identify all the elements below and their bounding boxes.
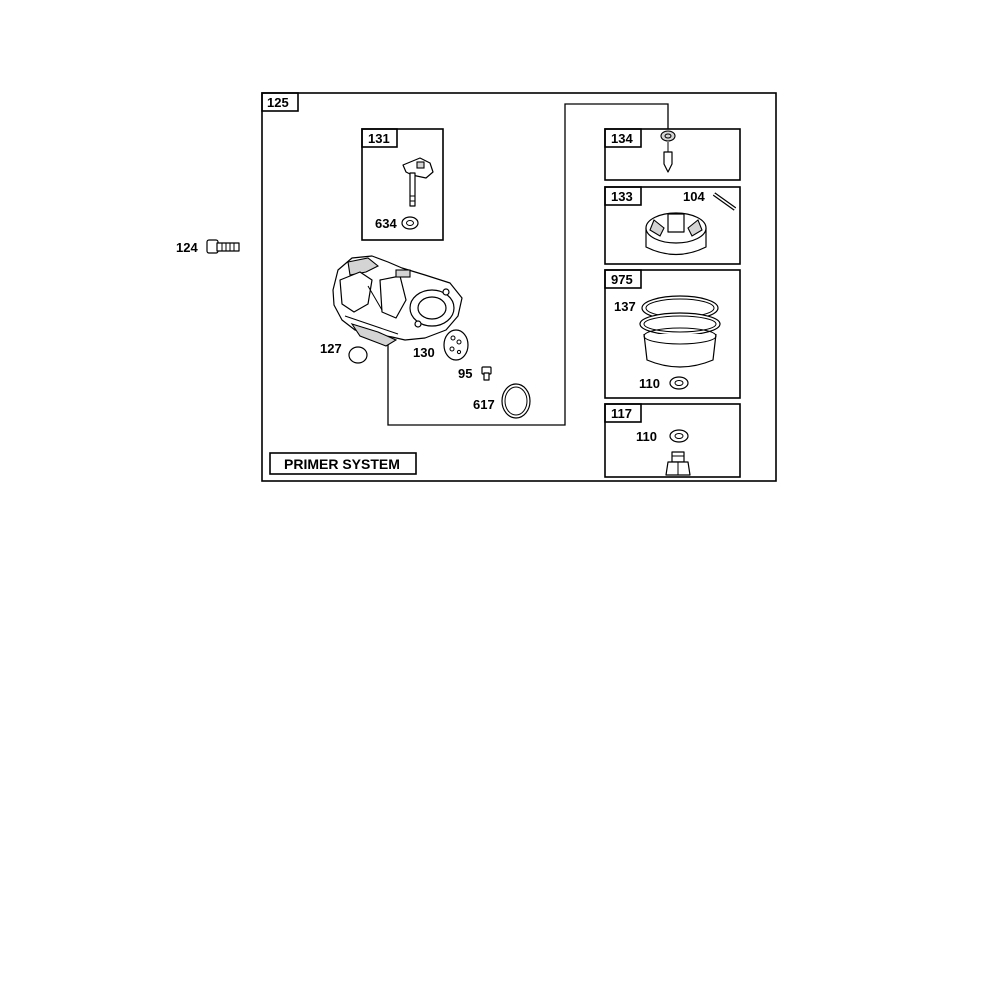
assembly-leader-line xyxy=(387,103,669,426)
box-975-label-box xyxy=(604,269,642,289)
callout-110-nut[interactable]: 110 xyxy=(636,429,657,444)
main-frame-label-box xyxy=(261,92,299,112)
box-117 xyxy=(604,403,741,478)
box-975 xyxy=(604,269,741,399)
box-133-label-box xyxy=(604,186,642,206)
part-617-o-ring-icon[interactable] xyxy=(501,383,531,419)
callout-134[interactable]: 134 xyxy=(611,131,633,146)
part-110-washer-icon[interactable] xyxy=(669,376,689,390)
main-frame-label: 125 xyxy=(267,95,289,110)
callout-110-bowl[interactable]: 110 xyxy=(639,376,660,391)
callout-127[interactable]: 127 xyxy=(320,341,342,356)
title-box xyxy=(269,452,417,475)
part-104-pin-icon[interactable] xyxy=(712,192,737,211)
diagram-title: PRIMER SYSTEM xyxy=(284,456,400,472)
part-634-washer-icon[interactable] xyxy=(401,216,419,230)
callout-124[interactable]: 124 xyxy=(176,240,198,255)
part-95-screw-icon[interactable] xyxy=(481,366,492,381)
box-117-label-box xyxy=(604,403,642,423)
part-117-bowl-nut-icon[interactable] xyxy=(665,451,691,476)
callout-133[interactable]: 133 xyxy=(611,189,633,204)
part-130-gasket-icon[interactable] xyxy=(443,329,469,361)
callout-104[interactable]: 104 xyxy=(683,189,705,204)
callout-130[interactable]: 130 xyxy=(413,345,435,360)
part-127-plug-icon[interactable] xyxy=(348,346,368,364)
main-frame xyxy=(261,92,777,482)
part-110-nut-washer-icon[interactable] xyxy=(669,429,689,443)
callout-131[interactable]: 131 xyxy=(368,131,390,146)
callout-617[interactable]: 617 xyxy=(473,397,495,412)
box-131-label-box xyxy=(361,128,398,148)
callout-137[interactable]: 137 xyxy=(614,299,636,314)
callout-634[interactable]: 634 xyxy=(375,216,397,231)
callout-975[interactable]: 975 xyxy=(611,272,633,287)
callout-117[interactable]: 117 xyxy=(611,406,632,421)
box-133 xyxy=(604,186,741,265)
carburetor-body-icon[interactable] xyxy=(332,255,463,347)
part-131-lever-icon[interactable] xyxy=(402,157,434,207)
part-124-bolt-icon[interactable] xyxy=(206,239,240,254)
box-131 xyxy=(361,128,444,241)
box-134-label-box xyxy=(604,128,642,148)
part-137-bowl-icon[interactable] xyxy=(639,295,721,368)
callout-95[interactable]: 95 xyxy=(458,366,472,381)
part-133-float-icon[interactable] xyxy=(645,212,707,256)
box-134 xyxy=(604,128,741,181)
part-134-needle-valve-icon[interactable] xyxy=(660,130,676,173)
